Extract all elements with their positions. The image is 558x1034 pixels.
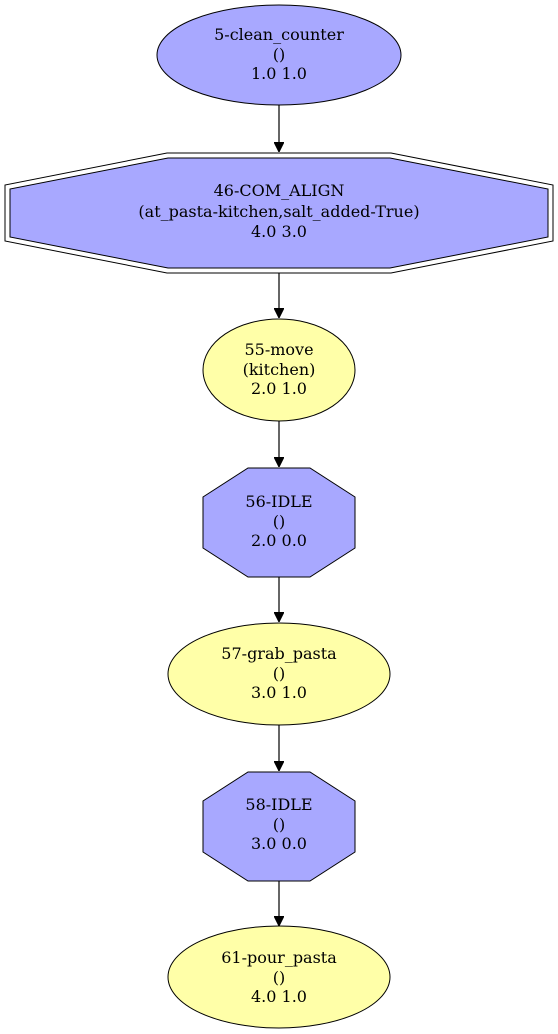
node-label-line: 46-COM_ALIGN [214,181,345,200]
node-label-line: () [273,45,285,64]
node-label-line: (kitchen) [243,360,316,379]
node-label-line: 3.0 1.0 [251,683,307,702]
node-shape [167,622,391,726]
node-shape [167,925,391,1029]
node-shape [9,157,549,269]
node-label-line: 61-pour_pasta [221,948,337,967]
node-56-idle[interactable]: 56-IDLE () 2.0 0.0 [202,467,356,578]
node-46-com-align[interactable]: 46-COM_ALIGN (at_pasta-kitchen,salt_adde… [4,152,554,274]
node-label-line: 58-IDLE [245,795,312,814]
node-label-line: 4.0 1.0 [251,987,307,1006]
node-57-grab-pasta[interactable]: 57-grab_pasta () 3.0 1.0 [167,622,391,726]
node-label-line: 4.0 3.0 [251,222,307,241]
node-label-line: () [273,815,285,834]
node-label-line: 56-IDLE [245,492,312,511]
node-shape [156,4,402,106]
node-shape [202,318,356,422]
node-5-clean-counter[interactable]: 5-clean_counter () 1.0 1.0 [156,4,402,106]
node-label-line: 57-grab_pasta [221,644,337,663]
node-shape-outer [4,152,554,274]
node-61-pour-pasta[interactable]: 61-pour_pasta () 4.0 1.0 [167,925,391,1029]
node-label-line: () [273,968,285,987]
node-shape [202,467,356,578]
node-label-line: 2.0 1.0 [251,379,307,398]
node-label-line: 5-clean_counter [214,25,344,44]
node-label-line: () [273,664,285,683]
node-label-line: 1.0 1.0 [251,64,307,83]
node-label-line: (at_pasta-kitchen,salt_added-True) [138,202,419,221]
node-55-move[interactable]: 55-move (kitchen) 2.0 1.0 [202,318,356,422]
node-58-idle[interactable]: 58-IDLE () 3.0 0.0 [202,771,356,882]
node-label-line: 55-move [244,340,313,359]
node-label-line: () [273,512,285,531]
node-label-line: 2.0 0.0 [251,531,307,550]
node-shape [202,771,356,882]
node-label-line: 3.0 0.0 [251,834,307,853]
